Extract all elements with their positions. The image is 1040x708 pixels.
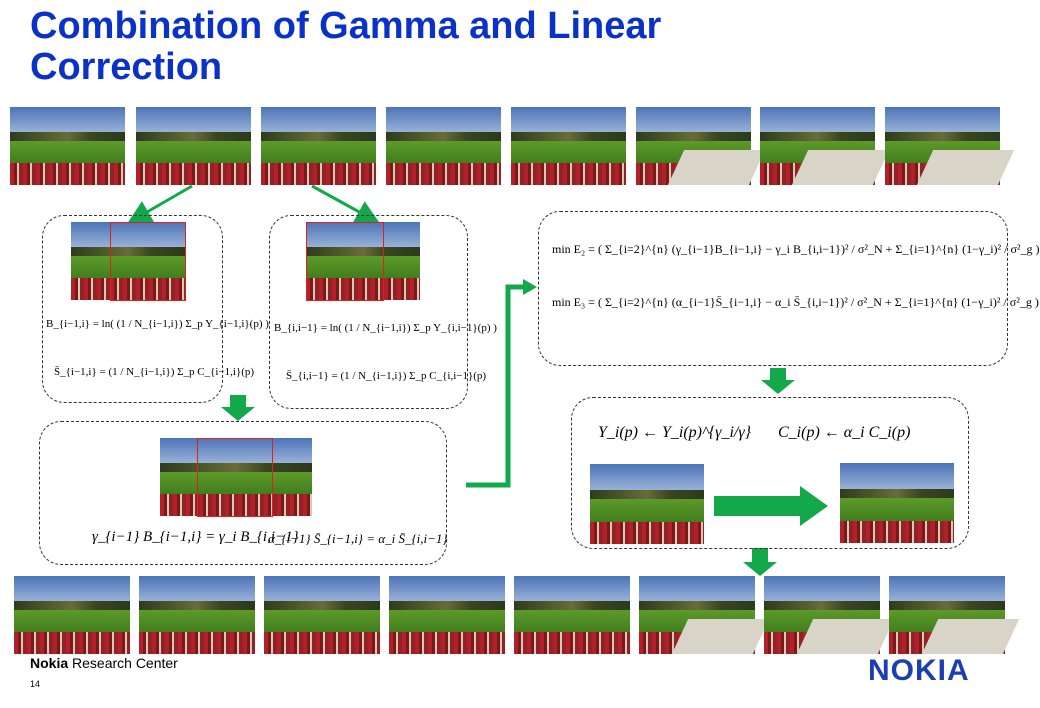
slide-title-line1: Combination of Gamma and Linear: [30, 5, 662, 47]
input-photo-2: [136, 107, 251, 185]
arrow-photo2-to-panel1: [127, 184, 193, 224]
input-photo-5: [511, 107, 626, 185]
page-number: 14: [30, 679, 41, 689]
eq-b-i-im1: B_{i,i−1} = ln( (1 / N_{i−1,i}) Σ_p Y_{i…: [274, 322, 497, 334]
input-photo-7: [760, 107, 889, 185]
footer-brand: Nokia: [30, 655, 69, 671]
output-photo-3: [264, 576, 380, 654]
input-photo-3: [261, 107, 376, 185]
nokia-logo: NOKIA: [868, 654, 970, 687]
overlap-panel-right: [269, 215, 468, 409]
eq-gamma-relation: γ_{i−1} B_{i−1,i} = γ_i B_{i,i−1}: [92, 529, 299, 545]
relation-panel: [39, 421, 447, 565]
eq-alpha-relation: α_{i−1} S̄_{i−1,i} = α_i S̄_{i,i−1}: [268, 531, 448, 546]
after-correction-photo: [840, 463, 954, 543]
output-photo-1: [14, 576, 130, 654]
input-photo-8: [885, 107, 1014, 185]
eq-min-e2: min E₂ = ( Σ_{i=2}^{n} (γ_{i−1}B_{i−1,i}…: [552, 242, 1040, 256]
footer-rest: Research Center: [68, 655, 178, 671]
overlap-photo-left: [71, 222, 185, 300]
eq-min-e3: min E₃ = ( Σ_{i=2}^{n} (α_{i−1}S̄_{i−1,i…: [552, 295, 1039, 309]
relation-photo: [160, 438, 312, 516]
before-correction-photo: [590, 464, 704, 544]
output-photo-5: [514, 576, 630, 654]
overlap-region-left: [110, 222, 186, 301]
input-photo-1: [10, 107, 125, 185]
block-arrow-down-2: [761, 368, 795, 394]
footer-credit: Nokia Research Center: [30, 655, 178, 671]
arrow-photo3-to-panel2: [311, 184, 380, 224]
overlap-panel-left: [42, 215, 223, 403]
input-photo-6: [636, 107, 765, 185]
overlap-photo-right: [306, 222, 420, 300]
block-arrow-right: [714, 486, 828, 526]
slide-title: Combination of Gamma and Linear Correcti…: [30, 6, 930, 88]
slide-title-line2: Correction: [30, 46, 223, 88]
eq-c-update: C_i(p) ← α_i C_i(p): [778, 424, 911, 441]
elbow-arrow-to-min: [466, 284, 525, 488]
output-photo-2: [139, 576, 255, 654]
eq-s-i-im1: S̄_{i,i−1} = (1 / N_{i−1,i}) Σ_p C_{i,i−…: [286, 370, 487, 382]
overlap-region-right: [306, 222, 384, 301]
input-photo-4: [386, 107, 501, 185]
output-photo-7: [764, 576, 894, 654]
eq-s-im1-i: S̄_{i−1,i} = (1 / N_{i−1,i}) Σ_p C_{i−1,…: [54, 366, 255, 378]
output-photo-4: [389, 576, 505, 654]
elbow-arrow-head: [523, 279, 537, 295]
eq-b-im1-i: B_{i−1,i} = ln( (1 / N_{i−1,i}) Σ_p Y_{i…: [46, 318, 269, 330]
eq-y-update: Y_i(p) ← Y_i(p)^{γ_i/γ}: [598, 424, 752, 441]
output-photo-8: [889, 576, 1019, 654]
output-photo-6: [639, 576, 769, 654]
relation-overlap-region: [197, 438, 273, 517]
correction-panel: [571, 397, 969, 549]
minimization-panel: [538, 211, 1008, 366]
block-arrow-down-3: [743, 548, 777, 576]
block-arrow-down-1: [221, 395, 255, 421]
